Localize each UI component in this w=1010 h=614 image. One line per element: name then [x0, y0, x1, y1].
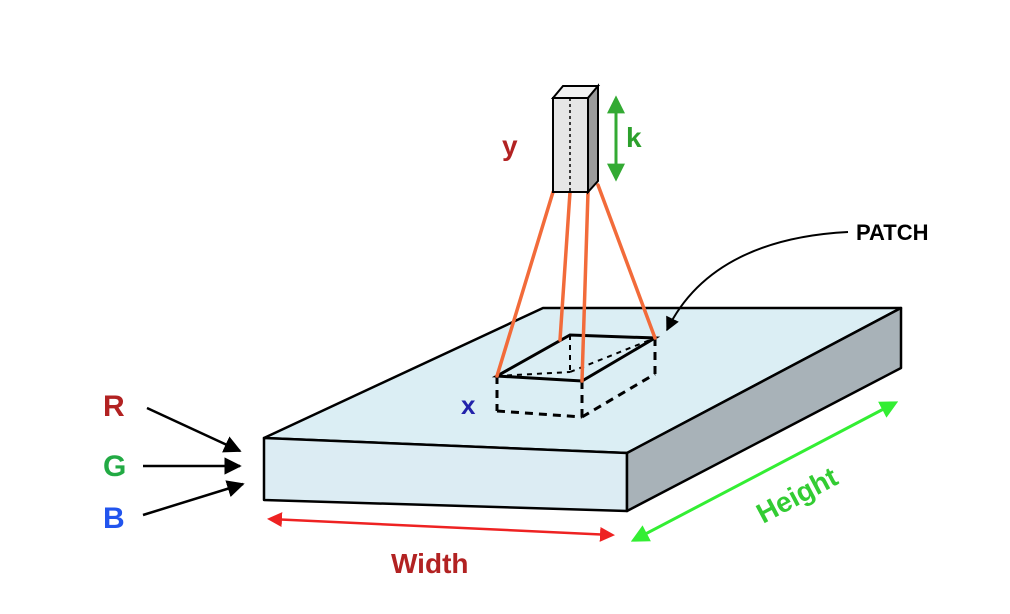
patch-hidden-edge — [496, 371, 571, 377]
label-patch: PATCH — [856, 220, 929, 245]
label-width: Width — [391, 548, 469, 579]
projection-line — [495, 190, 555, 378]
r-channel-arrow — [146, 406, 242, 453]
label-k: k — [626, 122, 642, 153]
height-arrow — [630, 401, 899, 542]
patch-hidden-edge — [581, 372, 656, 419]
label-g: G — [103, 450, 126, 483]
projection-lines — [495, 183, 657, 383]
patch-callout-arrow — [666, 231, 849, 332]
label-y: y — [502, 130, 518, 161]
kernel-side-face — [587, 83, 599, 195]
kernel-block — [550, 83, 601, 195]
label-x: x — [461, 390, 476, 420]
patch — [491, 333, 661, 419]
projection-line — [558, 190, 572, 342]
b-channel-arrow — [142, 480, 245, 517]
projection-line — [580, 190, 590, 383]
label-b: B — [103, 502, 125, 535]
patch-hidden-edge — [496, 409, 583, 419]
label-r: R — [103, 390, 125, 423]
projection-line — [596, 183, 657, 340]
width-arrow — [267, 512, 615, 542]
